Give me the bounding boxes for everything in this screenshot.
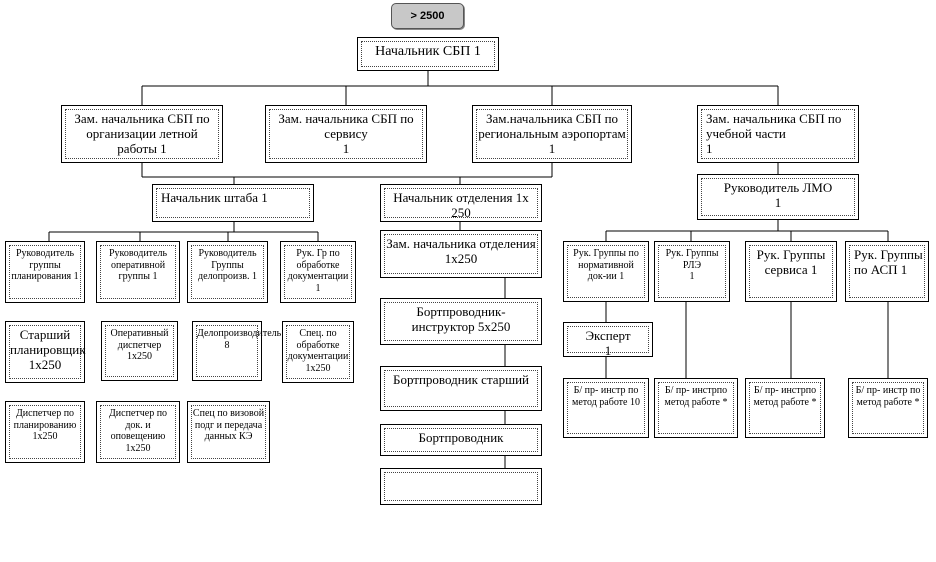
records-head-label: Руководитель Группы делопроизв. 1: [191, 245, 264, 299]
department-deputy-box: Зам. начальника отделения 1x250: [380, 230, 542, 278]
docs-head-label: Рук. Гр по обработке документации 1: [284, 245, 352, 299]
blank-label: [384, 472, 538, 501]
rle-head-label: Рук. Группы РЛЭ 1: [658, 245, 726, 298]
instr-asp-box: Б/ пр- инстр по метод работе *: [848, 378, 928, 438]
instr-rle-label: Б/ пр- инстрпо метод работе *: [658, 382, 734, 434]
deputy-regional-box: Зам.начальника СБП по региональным аэроп…: [472, 105, 632, 163]
blank-box: [380, 468, 542, 505]
norm-head-box: Рук. Группы по нормативной док-ии 1: [563, 241, 649, 302]
ops-dispatcher-box: Оперативный диспетчер 1x250: [101, 321, 178, 381]
department-deputy-label: Зам. начальника отделения 1x250: [384, 234, 538, 274]
deputy-flight-box: Зам. начальника СБП по организации летно…: [61, 105, 223, 163]
planning-dispatcher-box: Диспетчер по планированию 1x250: [5, 401, 85, 463]
instr-norm-box: Б/ пр- инстр по метод работе 10: [563, 378, 649, 438]
service-head-box: Рук. Группы сервиса 1: [745, 241, 837, 302]
records-head-box: Руководитель Группы делопроизв. 1: [187, 241, 268, 303]
senior-attendant-box: Бортпроводник старший: [380, 366, 542, 411]
docs-specialist-box: Спец. по обработке документации 1x250: [282, 321, 354, 383]
instructor-box: Бортпроводник-инструктор 5x250: [380, 298, 542, 345]
clerk-label: Делопроизводитель 8: [196, 325, 281, 377]
senior-planner-box: Старший планировщик 1x250: [5, 321, 86, 383]
ops-dispatcher-label: Оперативный диспетчер 1x250: [105, 325, 174, 377]
expert-label: Эксперт 1: [567, 326, 649, 358]
deputy-regional-label: Зам.начальника СБП по региональным аэроп…: [476, 109, 628, 159]
clerk-box: Делопроизводитель 8: [192, 321, 281, 381]
deputy-training-label: Зам. начальника СБП по учебной части 1: [701, 109, 855, 159]
planning-head-box: Руководитель группы планирования 1: [5, 241, 85, 303]
attendant-box: Бортпроводник: [380, 424, 542, 456]
visa-specialist-box: Спец по визовой подг и передача данных К…: [187, 401, 270, 463]
notify-dispatcher-label: Диспетчер по док. и оповещению 1x250: [100, 405, 176, 459]
docs-head-box: Рук. Гр по обработке документации 1: [280, 241, 356, 303]
service-head-label: Рук. Группы сервиса 1: [749, 245, 833, 298]
ops-head-box: Руководитель оперативной группы 1: [96, 241, 180, 303]
instr-asp-label: Б/ пр- инстр по метод работе *: [852, 382, 924, 434]
deputy-training-box: Зам. начальника СБП по учебной части 1: [697, 105, 859, 163]
instr-norm-label: Б/ пр- инстр по метод работе 10: [567, 382, 645, 434]
threshold-badge: > 2500: [391, 3, 464, 29]
deputy-flight-label: Зам. начальника СБП по организации летно…: [65, 109, 219, 159]
senior-planner-label: Старший планировщик 1x250: [9, 325, 86, 379]
asp-head-label: Рук. Группы по АСП 1: [849, 245, 925, 298]
chief-label: Начальник СБП 1: [361, 41, 495, 67]
notify-dispatcher-box: Диспетчер по док. и оповещению 1x250: [96, 401, 180, 463]
deputy-service-label: Зам. начальника СБП по сервису 1: [269, 109, 423, 159]
instr-rle-box: Б/ пр- инстрпо метод работе *: [654, 378, 738, 438]
rle-head-box: Рук. Группы РЛЭ 1: [654, 241, 730, 302]
asp-head-box: Рук. Группы по АСП 1: [845, 241, 929, 302]
department-head-label: Начальник отделения 1x 250: [384, 188, 538, 220]
instructor-label: Бортпроводник-инструктор 5x250: [384, 302, 538, 341]
lmo-head-label: Руководитель ЛМО 1: [701, 178, 855, 216]
lmo-head-box: Руководитель ЛМО 1: [697, 174, 859, 220]
department-head-box: Начальник отделения 1x 250: [380, 184, 542, 222]
instr-service-label: Б/ пр- инстрпо метод работе *: [749, 382, 821, 434]
instr-service-box: Б/ пр- инстрпо метод работе *: [745, 378, 825, 438]
visa-specialist-label: Спец по визовой подг и передача данных К…: [191, 405, 266, 459]
staff-chief-box: Начальник штаба 1: [152, 184, 314, 222]
senior-attendant-label: Бортпроводник старший: [384, 370, 538, 407]
norm-head-label: Рук. Группы по нормативной док-ии 1: [567, 245, 645, 298]
docs-specialist-label: Спец. по обработке документации 1x250: [286, 325, 350, 379]
staff-chief-label: Начальник штаба 1: [156, 188, 310, 218]
chief-box: Начальник СБП 1: [357, 37, 499, 71]
planning-dispatcher-label: Диспетчер по планированию 1x250: [9, 405, 81, 459]
deputy-service-box: Зам. начальника СБП по сервису 1: [265, 105, 427, 163]
expert-box: Эксперт 1: [563, 322, 653, 358]
attendant-label: Бортпроводник: [384, 428, 538, 452]
ops-head-label: Руководитель оперативной группы 1: [100, 245, 176, 299]
planning-head-label: Руководитель группы планирования 1: [9, 245, 81, 299]
